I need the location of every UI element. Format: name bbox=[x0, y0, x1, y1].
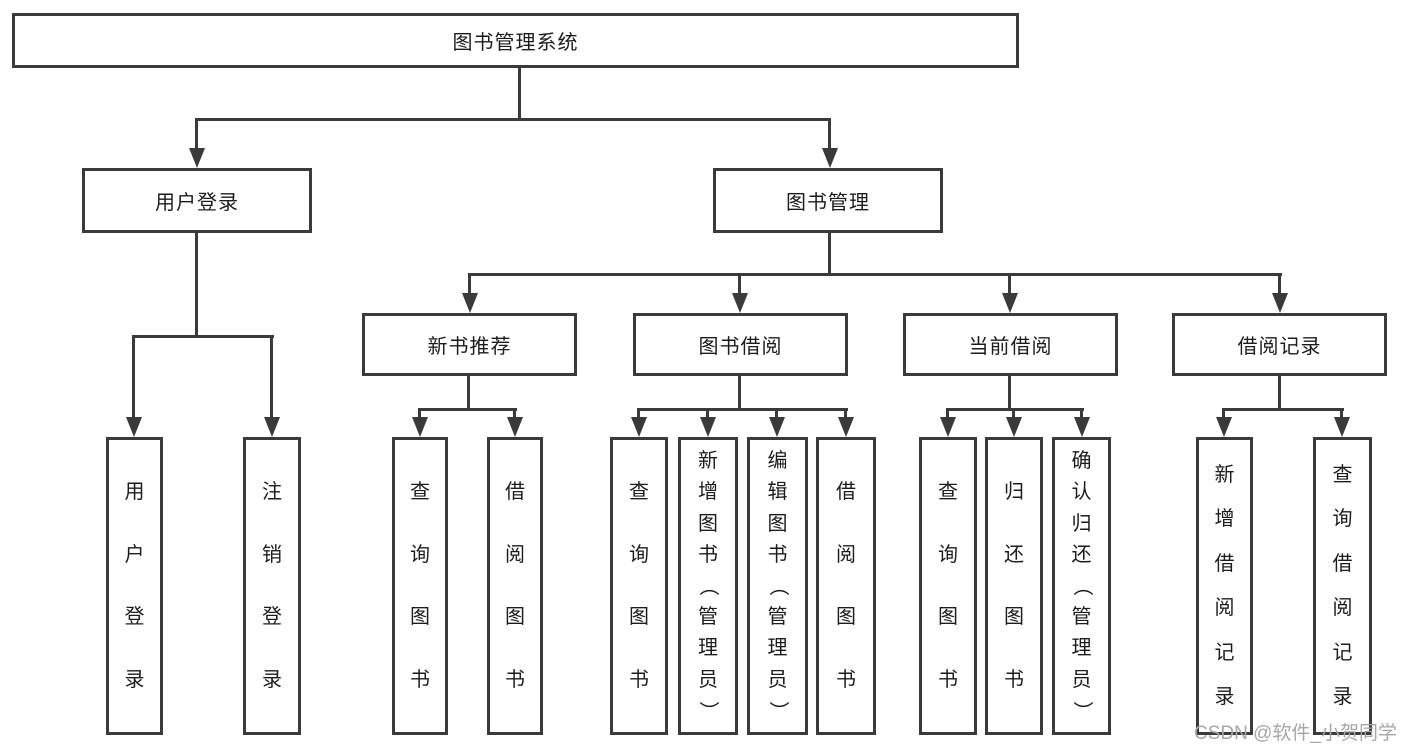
connector-book-borrow-bar bbox=[637, 408, 848, 411]
arrow-down-icon bbox=[462, 293, 478, 313]
connector-drop bbox=[706, 408, 709, 420]
leaf-confirm-return-admin: 确认归还（管理员） bbox=[1052, 437, 1111, 735]
node-label: 用户登录 bbox=[124, 481, 145, 691]
leaf-user-login: 用户登录 bbox=[106, 437, 163, 735]
arrow-down-icon bbox=[631, 417, 647, 437]
connector-current-borrow-stem bbox=[1008, 376, 1011, 411]
leaf-add-books-admin: 新增图书（管理员） bbox=[678, 437, 738, 735]
connector-new-book-stem bbox=[467, 376, 470, 411]
connector-drop bbox=[946, 408, 949, 420]
connector-drop bbox=[844, 408, 847, 420]
connector-user-login-stem bbox=[195, 233, 198, 338]
arrow-down-icon bbox=[507, 417, 523, 437]
node-library-management-system: 图书管理系统 bbox=[12, 13, 1019, 68]
arrow-down-icon bbox=[732, 293, 748, 313]
connector-borrow-records-bar bbox=[1222, 408, 1344, 411]
node-user-login: 用户登录 bbox=[82, 168, 312, 233]
node-label: 编辑图书（管理员） bbox=[766, 450, 789, 721]
arrow-down-icon bbox=[1334, 417, 1350, 437]
arrow-down-icon bbox=[264, 417, 280, 437]
arrow-down-icon bbox=[1272, 293, 1288, 313]
connector-book-borrow-stem bbox=[738, 376, 741, 411]
connector-book-management-stem bbox=[828, 233, 831, 276]
connector-drop-user-login bbox=[195, 118, 198, 151]
connector-root-stem bbox=[518, 66, 521, 121]
arrow-down-icon bbox=[189, 148, 205, 168]
arrow-down-icon bbox=[940, 417, 956, 437]
connector-level3-bar bbox=[468, 273, 1282, 276]
node-label: 注销登录 bbox=[262, 481, 282, 691]
connector-level1-bar bbox=[195, 118, 831, 121]
connector-drop-book-borrow bbox=[738, 273, 741, 295]
node-label: 新增借阅记录 bbox=[1214, 463, 1235, 709]
node-label: 借阅图书 bbox=[836, 481, 856, 691]
connector-drop-borrow-records bbox=[1278, 273, 1281, 295]
leaf-query-borrow-record: 查询借阅记录 bbox=[1313, 437, 1372, 735]
node-book-borrowing: 图书借阅 bbox=[633, 313, 848, 376]
leaf-query-books-recommend: 查询图书 bbox=[392, 437, 448, 735]
connector-drop bbox=[1080, 408, 1083, 420]
leaf-edit-books-admin: 编辑图书（管理员） bbox=[747, 437, 808, 735]
connector-drop bbox=[513, 408, 516, 420]
connector-drop-current-borrow bbox=[1008, 273, 1011, 295]
connector-drop bbox=[775, 408, 778, 420]
node-label: 借阅记录 bbox=[1237, 336, 1322, 358]
arrow-down-icon bbox=[769, 417, 785, 437]
connector-new-book-bar bbox=[418, 408, 517, 411]
arrow-down-icon bbox=[838, 417, 854, 437]
connector-current-borrow-bar bbox=[946, 408, 1084, 411]
node-label: 确认归还（管理员） bbox=[1070, 450, 1093, 721]
node-label: 查询借阅记录 bbox=[1332, 463, 1353, 709]
node-label: 图书管理 bbox=[786, 192, 870, 214]
arrow-down-icon bbox=[1006, 417, 1022, 437]
node-label: 归还图书 bbox=[1004, 481, 1024, 691]
connector-drop bbox=[418, 408, 421, 420]
leaf-query-books-borrowing: 查询图书 bbox=[610, 437, 668, 735]
leaf-query-books-current: 查询图书 bbox=[919, 437, 977, 735]
node-label: 借阅图书 bbox=[505, 481, 525, 691]
node-current-borrowing: 当前借阅 bbox=[903, 313, 1118, 376]
node-label: 用户登录 bbox=[155, 192, 239, 214]
connector-drop-book-management bbox=[828, 118, 831, 151]
connector-borrow-records-stem bbox=[1278, 376, 1281, 411]
arrow-down-icon bbox=[1216, 417, 1232, 437]
arrow-down-icon bbox=[1002, 293, 1018, 313]
arrow-down-icon bbox=[126, 417, 142, 437]
node-borrowing-records: 借阅记录 bbox=[1172, 313, 1387, 376]
node-new-book-recommendation: 新书推荐 bbox=[362, 313, 577, 376]
node-label: 新增图书（管理员） bbox=[697, 450, 719, 721]
leaf-borrow-books-recommend: 借阅图书 bbox=[487, 437, 543, 735]
csdn-watermark: CSDN @软件_小贺同学 bbox=[1194, 723, 1397, 744]
node-label: 图书管理系统 bbox=[452, 32, 579, 54]
node-label: 查询图书 bbox=[410, 481, 430, 691]
arrow-down-icon bbox=[1074, 417, 1090, 437]
arrow-down-icon bbox=[822, 148, 838, 168]
connector-drop-leaf-logout bbox=[270, 335, 273, 419]
arrow-down-icon bbox=[700, 417, 716, 437]
node-label: 查询图书 bbox=[938, 481, 958, 691]
node-label: 查询图书 bbox=[629, 481, 649, 691]
leaf-logout: 注销登录 bbox=[243, 437, 301, 735]
connector-user-login-bar bbox=[132, 335, 274, 338]
leaf-add-borrow-record: 新增借阅记录 bbox=[1196, 437, 1253, 735]
connector-drop bbox=[637, 408, 640, 420]
node-label: 图书借阅 bbox=[698, 336, 783, 358]
leaf-return-books: 归还图书 bbox=[985, 437, 1043, 735]
connector-drop-new-book bbox=[468, 273, 471, 295]
node-label: 当前借阅 bbox=[968, 336, 1053, 358]
connector-drop bbox=[1340, 408, 1343, 420]
node-label: 新书推荐 bbox=[427, 336, 512, 358]
connector-drop bbox=[1012, 408, 1015, 420]
leaf-borrow-books: 借阅图书 bbox=[816, 437, 876, 735]
connector-drop-leaf-user-login bbox=[132, 335, 135, 419]
connector-drop bbox=[1222, 408, 1225, 420]
node-book-management: 图书管理 bbox=[713, 168, 943, 233]
arrow-down-icon bbox=[412, 417, 428, 437]
